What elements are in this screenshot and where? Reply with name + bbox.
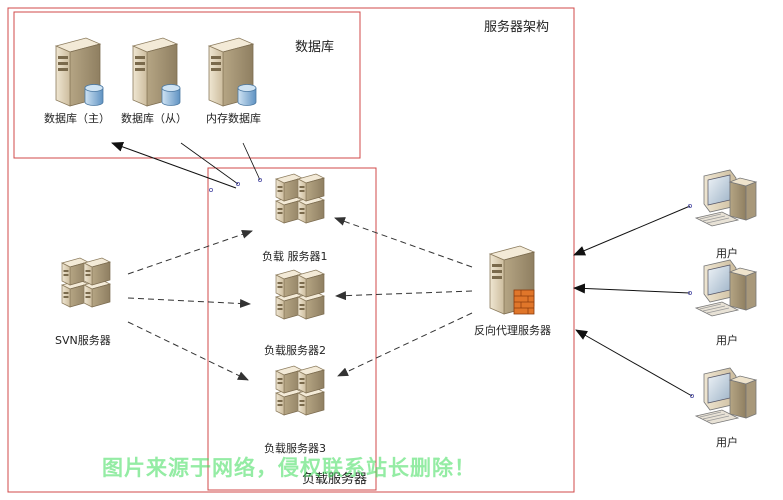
load-server-group-title: 负载服务器 xyxy=(302,472,368,487)
reverse-proxy-server-icon xyxy=(489,245,535,315)
load-server-3-icon xyxy=(276,366,324,415)
user-computer-2-icon xyxy=(695,259,757,317)
watermark: 图片来源于网络，侵权联系站长删除！ xyxy=(102,456,476,480)
svn-to-load-1 xyxy=(127,230,253,275)
database-group-frame xyxy=(13,11,361,159)
load-server-1-label: 负载 服务器1 xyxy=(262,250,328,263)
memory-database-label: 内存数据库 xyxy=(206,112,261,125)
svn-server-label: SVN服务器 xyxy=(55,334,111,347)
database-slave-label: 数据库（从） xyxy=(121,112,187,125)
user-computer-1-icon xyxy=(695,169,757,227)
load-balancer-group-frame xyxy=(207,167,377,491)
svn-server-icon xyxy=(62,258,110,307)
user-3-label: 用户 xyxy=(716,436,738,449)
diagram-title: 服务器架构 xyxy=(484,20,550,35)
svn-to-load-3 xyxy=(127,321,249,381)
user-3-to-proxy xyxy=(575,329,693,397)
load-server-2-icon xyxy=(276,270,324,319)
load-server-3-label: 负载服务器3 xyxy=(264,442,326,455)
proxy-to-load-2 xyxy=(335,290,473,301)
proxy-to-load-3 xyxy=(337,312,473,377)
reverse-proxy-label: 反向代理服务器 xyxy=(474,324,551,337)
arrow-to-memory-database xyxy=(242,142,261,181)
database-master-label: 数据库（主） xyxy=(44,112,110,125)
svn-to-load-2 xyxy=(127,297,251,309)
memory-database-icon xyxy=(208,37,257,107)
arrow-to-database-slave xyxy=(180,142,239,185)
arrow-to-database-master xyxy=(111,142,237,189)
database-slave-icon xyxy=(132,37,181,107)
user-2-label: 用户 xyxy=(716,334,738,347)
user-1-to-proxy xyxy=(573,205,691,256)
proxy-to-load-1 xyxy=(334,217,473,268)
user-computer-3-icon xyxy=(695,367,757,425)
database-group-title: 数据库 xyxy=(295,40,335,55)
load-server-2-label: 负载服务器2 xyxy=(264,344,326,357)
user-2-to-proxy xyxy=(573,283,691,294)
database-master-icon xyxy=(55,37,104,107)
load-server-1-icon xyxy=(276,174,324,223)
user-1-label: 用户 xyxy=(716,247,738,260)
